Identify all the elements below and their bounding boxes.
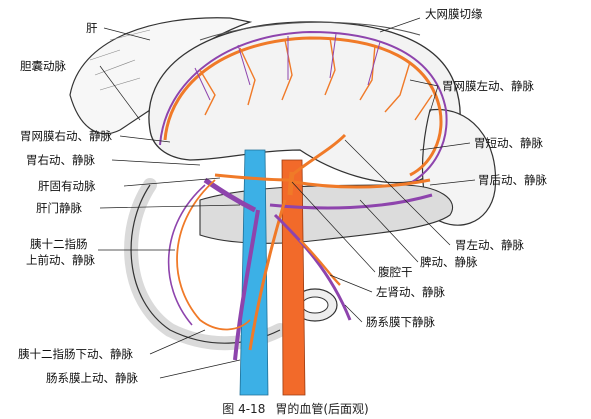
portal-vein — [203, 177, 257, 213]
pancreaticoduodenal-arcade — [176, 179, 251, 331]
label-inferior-mesenteric-vein: 肠系膜下静脉 — [366, 315, 435, 329]
label-greater-omentum-edge: 大网膜切缘 — [425, 7, 483, 21]
label-liver: 肝 — [86, 21, 98, 35]
gastroepiploic-artery — [163, 36, 443, 177]
label-left-renal: 左肾动、静脉 — [376, 285, 445, 299]
label-left-gastric: 胃左动、静脉 — [455, 238, 524, 252]
intestine-lumen — [301, 296, 329, 314]
left-renal-vessel — [299, 239, 341, 286]
superior-mesenteric-artery — [248, 199, 287, 351]
splenic-artery — [293, 178, 431, 189]
label-ant-sup-pancreaticoduodenal-1: 胰十二指肠 — [30, 237, 88, 251]
superior-mesenteric-vein — [233, 209, 260, 361]
label-superior-mesenteric: 肠系膜上动、静脉 — [46, 371, 138, 385]
leader-lines — [98, 17, 476, 379]
omentum-edge — [199, 21, 421, 41]
inferior-mesenteric-vein — [273, 213, 352, 321]
figure-number: 图 4-18 — [222, 402, 266, 416]
figure-title: 胃的血管(后面观) — [275, 402, 369, 416]
celiac-trunk — [287, 171, 295, 196]
splenic-vein — [269, 193, 433, 210]
label-posterior-gastric: 胃后动、静脉 — [478, 173, 547, 187]
pancreaticoduodenal-vein — [167, 184, 206, 326]
figure-caption: 图 4-18 胃的血管(后面观) — [0, 400, 591, 417]
label-inf-pancreaticoduodenal: 胰十二指肠下动、静脉 — [18, 347, 133, 361]
label-right-gastroepiploic: 胃网膜右动、静脉 — [20, 129, 112, 143]
label-proper-hepatic-artery: 肝固有动脉 — [38, 179, 96, 193]
label-left-gastroepiploic: 胃网膜左动、静脉 — [442, 79, 534, 93]
inferior-vena-cava — [239, 149, 269, 396]
pancreas-shape — [199, 184, 454, 244]
common-hepatic-artery — [214, 173, 291, 182]
label-short-gastric: 胃短动、静脉 — [474, 136, 543, 150]
label-portal-vein: 肝门静脉 — [36, 201, 82, 215]
label-cystic-artery: 胆囊动脉 — [20, 59, 66, 73]
arcade-vein-branches — [194, 33, 381, 101]
label-splenic: 脾动、静脉 — [420, 255, 478, 269]
aorta — [281, 159, 306, 396]
label-ant-sup-pancreaticoduodenal-2: 上前动、静脉 — [26, 253, 95, 267]
left-gastric-artery — [291, 133, 347, 177]
gastroepiploic-vein — [159, 30, 448, 183]
stomach-vessels-illustration — [69, 17, 497, 396]
label-right-gastric: 胃右动、静脉 — [26, 153, 95, 167]
label-celiac-trunk: 腹腔干 — [378, 265, 413, 279]
arcade-branches — [199, 37, 433, 121]
